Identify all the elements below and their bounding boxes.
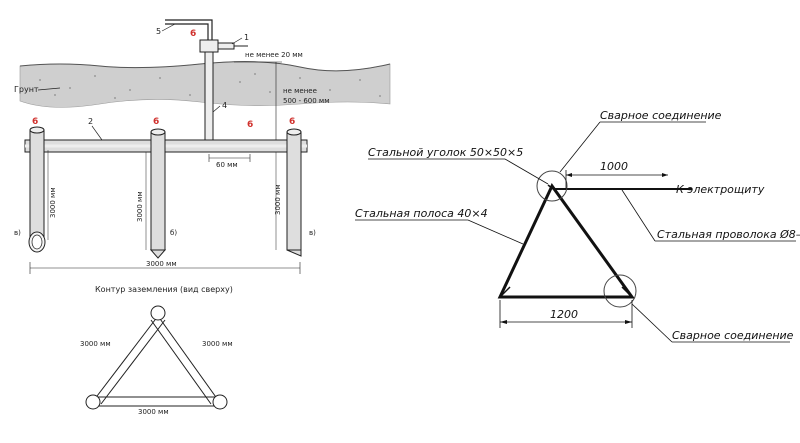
depth-main-label-2: 500 - 600 мм (283, 97, 329, 105)
top-side-left: 3000 мм (80, 340, 111, 348)
letter-b: б) (170, 229, 177, 237)
ground-pipe-middle (149, 128, 167, 259)
angle-leader (504, 158, 549, 185)
weld-top-leader (559, 121, 601, 173)
bolt-terminal (199, 39, 248, 53)
soil-label: Грунт (14, 85, 39, 94)
depth-main-label: не менее (283, 87, 317, 95)
weld-circle-bottom (603, 274, 637, 308)
len-base-label: 1200 (550, 308, 578, 321)
offset-dimension (208, 154, 251, 162)
wire-length-dimension (565, 170, 668, 189)
steel-wire (547, 184, 692, 190)
weld-bottom-label: Сварное соединение (672, 329, 794, 342)
strip-leader (467, 219, 524, 245)
pipe-length-2: 3000 мм (136, 191, 144, 222)
to-panel-label: К электрощиту (676, 183, 765, 196)
callout-6c: 6 (32, 117, 38, 127)
letter-a: в) (14, 229, 21, 237)
top-view-title: Контур заземления (вид сверху) (95, 285, 233, 294)
offset-label: 60 мм (216, 161, 238, 169)
horizontal-strip (24, 139, 308, 153)
top-side-bottom: 3000 мм (138, 408, 169, 416)
strip-label: Стальная полоса 40×4 (355, 207, 488, 220)
callout-4: 4 (222, 101, 227, 110)
callout-6b: 6 (247, 120, 253, 130)
span-dimension (29, 262, 301, 274)
angle-triangle (497, 183, 635, 299)
callout-1: 1 (244, 33, 249, 42)
top-side-right: 3000 мм (202, 340, 233, 348)
callout-2: 2 (88, 117, 93, 126)
letter-c: в) (309, 229, 316, 237)
pipe-length-1: 3000 мм (49, 187, 57, 218)
top-view-triangle (85, 305, 228, 410)
callout-6d: 6 (153, 117, 159, 127)
callout-6a: 6 (190, 29, 196, 39)
ground-pipe-right (286, 128, 302, 257)
ground-wire (165, 19, 213, 42)
span-label: 3000 мм (146, 260, 177, 268)
len-top-label: 1000 (600, 160, 628, 173)
depth-min-label: не менее 20 мм (245, 51, 303, 59)
angle-label: Стальной уголок 50×50×5 (368, 146, 523, 159)
wire-leader (621, 189, 656, 242)
soil-leader (37, 87, 61, 91)
callout-5: 5 (156, 27, 161, 36)
base-length-dimension (499, 300, 633, 328)
weld-circle-top (536, 170, 568, 202)
ground-pipe-left (28, 126, 46, 253)
weld-bottom-leader (631, 303, 673, 343)
pipe-length-3: 3000 мм (274, 184, 282, 215)
wire-label: Стальная проволока Ø8–10 (657, 228, 800, 241)
weld-top-label: Сварное соединение (600, 109, 722, 122)
callout-6e: 6 (289, 117, 295, 127)
